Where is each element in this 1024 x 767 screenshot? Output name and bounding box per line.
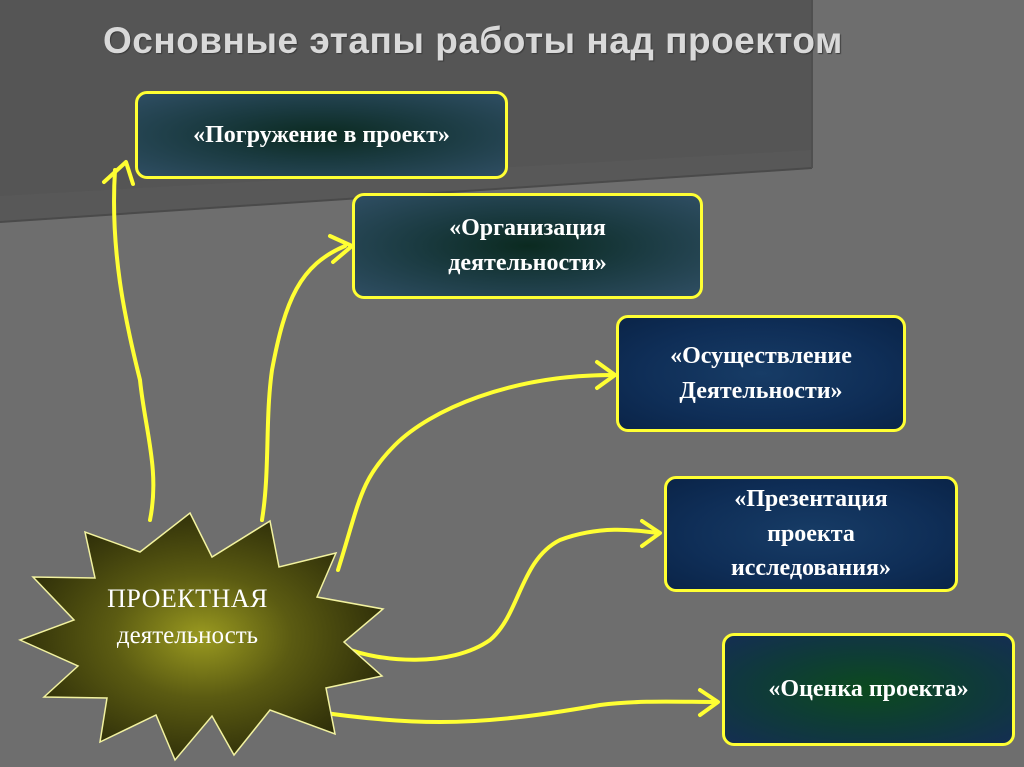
connector-to-stage-4 bbox=[343, 527, 660, 662]
stage-presentation: «Презентация проекта исследования» bbox=[664, 476, 958, 592]
diagram-title: Основные этапы работы над проектом bbox=[103, 20, 843, 61]
center-label: ПРОЕКТНАЯ деятельность bbox=[40, 580, 335, 654]
connector-to-stage-3 bbox=[336, 373, 614, 572]
center-label-line1: ПРОЕКТНАЯ bbox=[107, 584, 268, 613]
arrowhead-4 bbox=[640, 519, 662, 548]
connector-to-stage-2 bbox=[260, 244, 347, 522]
stage-immersion: «Погружение в проект» bbox=[135, 91, 508, 179]
center-starburst bbox=[18, 511, 385, 762]
arrowhead-5 bbox=[698, 688, 720, 717]
stage-organization: «Организация деятельности» bbox=[352, 193, 703, 299]
connector-to-stage-1 bbox=[112, 168, 156, 522]
stage-implementation: «Осуществление Деятельности» bbox=[616, 315, 906, 432]
arrowhead-3 bbox=[595, 360, 617, 390]
stage-evaluation: «Оценка проекта» bbox=[722, 633, 1015, 746]
connector-to-stage-5 bbox=[266, 699, 718, 724]
center-label-line2: деятельность bbox=[116, 621, 259, 649]
arrowhead-1 bbox=[102, 160, 135, 186]
